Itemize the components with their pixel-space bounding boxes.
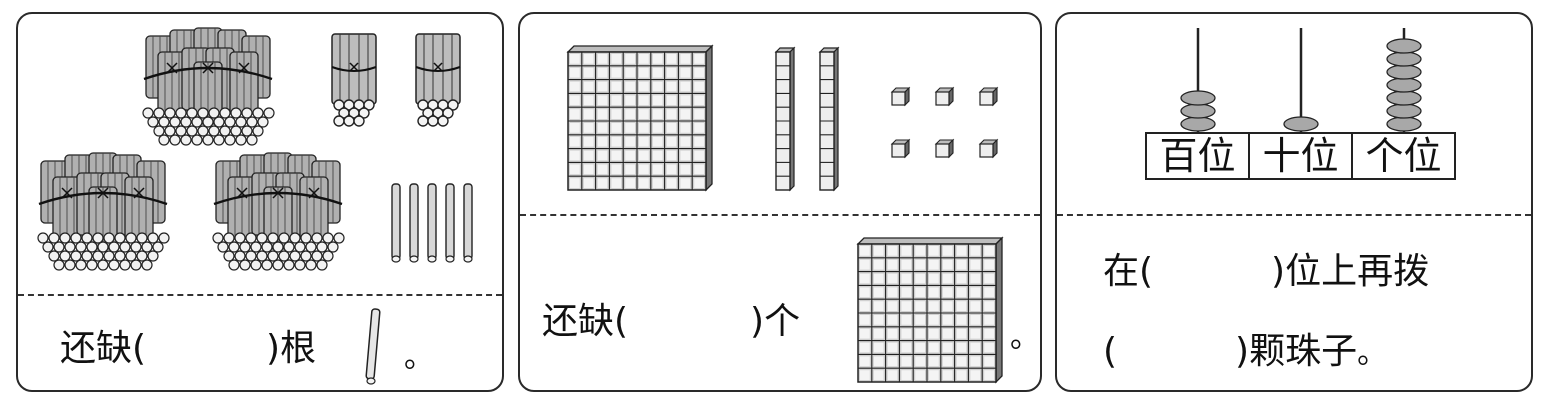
ten-rods bbox=[774, 46, 840, 192]
sticks-panel: 还缺( )根 。 bbox=[16, 12, 504, 392]
single-stick bbox=[409, 183, 419, 263]
hundred-flat bbox=[566, 44, 714, 192]
single-stick bbox=[391, 183, 401, 263]
unit-cubes bbox=[890, 86, 999, 159]
question-prefix: 还缺( bbox=[60, 328, 147, 369]
hundred-bundle bbox=[142, 27, 275, 146]
abacus-panel: 百位 十位 个位 在( )位上再拨 ( )颗珠子。 bbox=[1055, 12, 1533, 392]
question-prefix: ( bbox=[1103, 331, 1118, 372]
question-text-blocks: 还缺( )个 bbox=[542, 300, 800, 344]
stick-bundles-illustration bbox=[37, 27, 473, 271]
period-mark: 。 bbox=[1357, 336, 1388, 371]
question-suffix: )个 bbox=[750, 301, 801, 342]
abacus-bead bbox=[1180, 90, 1216, 106]
ones-label: 个位 bbox=[1365, 134, 1442, 178]
tens-label: 十位 bbox=[1250, 134, 1353, 178]
tens-rod bbox=[1283, 28, 1319, 132]
abacus-bead bbox=[1386, 38, 1422, 54]
question-suffix: )根 bbox=[266, 328, 317, 369]
abacus-bead bbox=[1386, 116, 1422, 132]
question-line-2: ( )颗珠子。 bbox=[1103, 330, 1387, 376]
single-stick bbox=[427, 183, 437, 263]
hundreds-rod bbox=[1180, 28, 1216, 132]
abacus-illustration bbox=[1180, 28, 1422, 132]
abacus-bead bbox=[1386, 77, 1422, 93]
abacus-bead bbox=[1180, 116, 1216, 132]
hundred-flat-icon bbox=[856, 236, 1004, 384]
period-mark: 。 bbox=[1010, 320, 1040, 355]
place-value-labels: 百位 十位 个位 bbox=[1145, 132, 1456, 180]
question-prefix: 在( bbox=[1103, 251, 1154, 292]
abacus-bead bbox=[1386, 90, 1422, 106]
abacus-bead bbox=[1180, 103, 1216, 119]
abacus-bead bbox=[1283, 116, 1319, 132]
abacus-bead bbox=[1386, 103, 1422, 119]
dashed-divider bbox=[18, 294, 502, 296]
dashed-divider bbox=[520, 214, 1040, 216]
period-mark: 。 bbox=[404, 340, 434, 375]
hundreds-label: 百位 bbox=[1147, 134, 1250, 178]
ones-rod bbox=[1386, 28, 1422, 132]
question-suffix: )颗珠子 bbox=[1235, 331, 1358, 372]
single-stick bbox=[463, 183, 473, 263]
ten-bundle bbox=[416, 34, 460, 126]
abacus-bead bbox=[1386, 64, 1422, 80]
hundred-bundle bbox=[37, 152, 170, 271]
base-ten-blocks-illustration bbox=[566, 44, 1004, 384]
question-suffix: )位上再拨 bbox=[1271, 251, 1430, 292]
single-stick bbox=[445, 183, 455, 263]
question-line-1: 在( )位上再拨 bbox=[1103, 250, 1429, 294]
dashed-divider bbox=[1057, 214, 1531, 216]
single-stick-icon bbox=[365, 308, 381, 385]
blocks-panel: 还缺( )个 。 bbox=[518, 12, 1042, 392]
abacus-bead bbox=[1386, 51, 1422, 67]
question-prefix: 还缺( bbox=[542, 301, 629, 342]
hundred-bundle bbox=[212, 152, 345, 271]
ten-bundle bbox=[332, 34, 376, 126]
question-text-sticks: 还缺( )根 bbox=[60, 327, 316, 371]
